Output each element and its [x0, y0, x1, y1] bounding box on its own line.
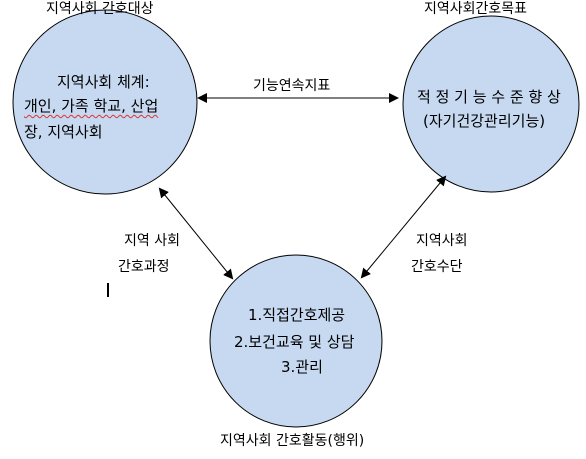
target-line-2: 개인, 가족 학교, 산업	[24, 94, 158, 118]
goal-line-1: 적 정 기 능 수 준 향 상	[417, 88, 561, 106]
activity-line-3: 3.관리	[281, 358, 323, 376]
activity-caption: 지역사회 간호활동(행위)	[220, 433, 365, 449]
circle-activity	[209, 254, 383, 428]
arrow-target-activity	[158, 187, 234, 280]
activity-line-2: 2.보건교육 및 상담	[234, 333, 355, 351]
edge-label-goal-activity-2: 간호수단	[411, 259, 463, 275]
edge-label-target-activity-2: 간호과정	[118, 259, 170, 275]
edge-label-goal-activity-1: 지역사회	[416, 233, 468, 249]
circle-goal	[402, 15, 580, 193]
target-line-1: 지역사회 체계:	[57, 73, 150, 91]
target-caption: 지역사회 간호대상	[46, 1, 154, 17]
edge-label-target-activity-1: 지역 사회	[124, 233, 180, 249]
goal-caption: 지역사회간호목표	[424, 1, 528, 17]
target-line-3: 장, 지역사회	[24, 123, 103, 141]
goal-line-2: (자기건강관리기능)	[423, 112, 546, 130]
activity-line-1: 1.직접간호제공	[248, 306, 346, 324]
edge-label-target-goal: 기능연속지표	[253, 78, 331, 94]
target-line-2-text: 개인, 가족 학교, 산업	[24, 97, 159, 115]
arrow-goal-activity	[360, 175, 447, 279]
text-cursor	[107, 283, 109, 297]
